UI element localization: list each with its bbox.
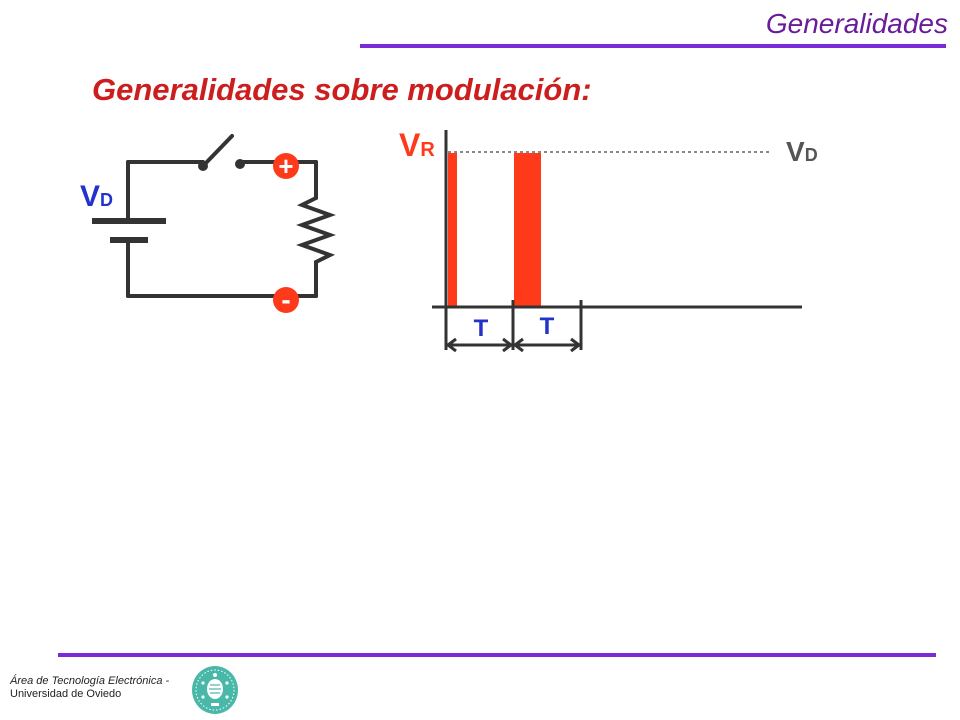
switch-contact-left (198, 161, 208, 171)
level-voltage-label: VD (786, 136, 818, 167)
output-voltage-sub: R (420, 139, 435, 161)
footer-line-1: Área de Tecnología Electrónica - (10, 675, 170, 687)
polarity-minus-sign: - (281, 284, 290, 315)
circuit-schematic (126, 134, 336, 298)
source-voltage-main: V (80, 180, 100, 213)
polarity-minus-badge (273, 287, 299, 313)
period-arrow-2 (512, 337, 582, 353)
footer-line-2: Universidad de Oviedo (10, 688, 122, 700)
output-voltage-label: VR (399, 127, 435, 163)
period-arrow-1 (445, 337, 514, 353)
header-divider (360, 44, 946, 48)
polarity-plus-badge (273, 153, 299, 179)
level-voltage-sub: D (805, 145, 818, 165)
resistor-zigzag (296, 196, 336, 264)
footer-divider (58, 653, 936, 657)
source-voltage-sub: D (100, 190, 113, 210)
polarity-plus-sign: + (278, 151, 293, 181)
pulse-wide (514, 153, 541, 307)
slide-title: Generalidades sobre modulación: (92, 72, 592, 107)
pulse-narrow (448, 153, 457, 307)
source-voltage-label: VD (80, 180, 113, 213)
footer-credit: Área de Tecnología Electrónica - Univers… (10, 675, 169, 701)
output-voltage-main: V (399, 127, 421, 163)
university-seal-icon (192, 666, 238, 714)
period-label-2: T (540, 313, 555, 340)
switch-lever (201, 134, 234, 168)
header-title: Generalidades (765, 8, 948, 39)
period-label-1: T (474, 315, 489, 342)
level-voltage-main: V (786, 136, 805, 167)
switch-contact-right (235, 159, 245, 169)
